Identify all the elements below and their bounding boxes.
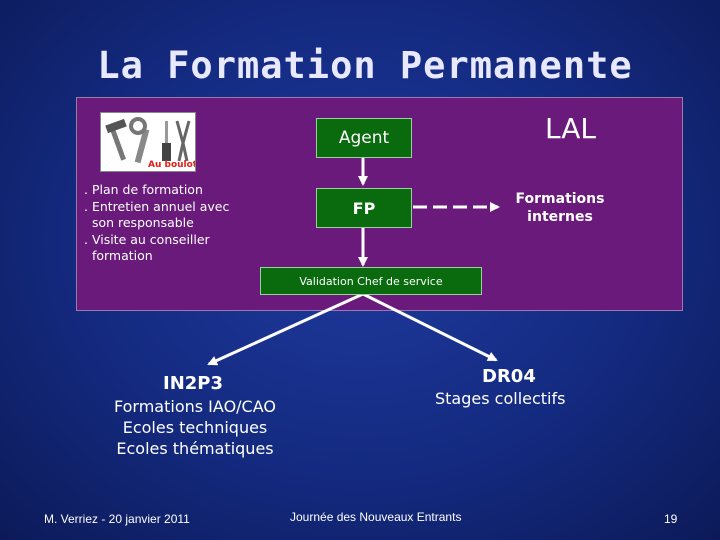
in2p3-item: Ecoles techniques (122, 418, 268, 437)
dr04-title: DR04 (482, 366, 536, 387)
internal-trainings-line: internes (527, 209, 593, 225)
slide-title: La Formation Permanente (97, 44, 633, 87)
validation-box: Validation Chef de service (260, 267, 482, 295)
plan-item: . Visite au conseiller (84, 231, 210, 247)
plan-list: . Plan de formation . Entretien annuel a… (84, 182, 229, 265)
tools-icon: Au boulot ! (105, 117, 204, 170)
plan-item: . Entretien annuel avec (84, 198, 230, 214)
dr04-subtitle: Stages collectifs (435, 389, 566, 408)
validation-to-dr04-arrow (362, 292, 498, 362)
footer-event: Journée des Nouveaux Entrants (290, 510, 462, 524)
plan-item: . Plan de formation (84, 182, 203, 197)
plan-item: son responsable (84, 215, 194, 230)
agent-box: Agent (316, 118, 412, 158)
in2p3-title: IN2P3 (163, 373, 224, 394)
lab-label: LAL (545, 112, 596, 145)
in2p3-item: Formations IAO/CAO (114, 397, 276, 416)
fp-box: FP (316, 188, 412, 228)
page-number: 19 (664, 512, 678, 526)
tools-caption: Au boulot ! (148, 160, 195, 170)
footer-author-date: M. Verriez - 20 janvier 2011 (44, 512, 190, 526)
tools-illustration: Au boulot ! (100, 112, 204, 172)
in2p3-list: Formations IAO/CAO Ecoles techniques Eco… (95, 396, 295, 459)
internal-trainings-label: Formations internes (510, 190, 610, 226)
internal-trainings-line: Formations (515, 191, 605, 207)
validation-to-in2p3-arrow (207, 292, 364, 366)
in2p3-item: Ecoles thématiques (116, 439, 274, 458)
plan-item: formation (84, 248, 153, 263)
